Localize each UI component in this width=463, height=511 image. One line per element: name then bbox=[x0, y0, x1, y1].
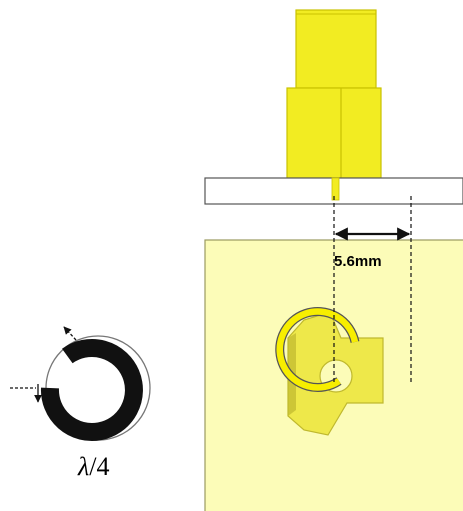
antenna-structure: 5.6mm bbox=[204, 9, 463, 511]
sma-connector bbox=[286, 9, 382, 179]
connector-base bbox=[286, 87, 382, 179]
quarter-wave-ring-symbol: λ/4 bbox=[10, 326, 151, 481]
split-ring-arc bbox=[40, 339, 143, 441]
split-ring-radiator-fill bbox=[276, 308, 359, 391]
dimension-indicator: 5.6mm bbox=[333, 196, 412, 383]
dimension-label: 5.6mm bbox=[334, 253, 382, 270]
symbol-upper-arrow bbox=[63, 326, 77, 341]
lambda-quarter-label: λ/4 bbox=[77, 452, 110, 481]
feed-pin bbox=[331, 177, 340, 201]
connector-top bbox=[295, 9, 377, 89]
